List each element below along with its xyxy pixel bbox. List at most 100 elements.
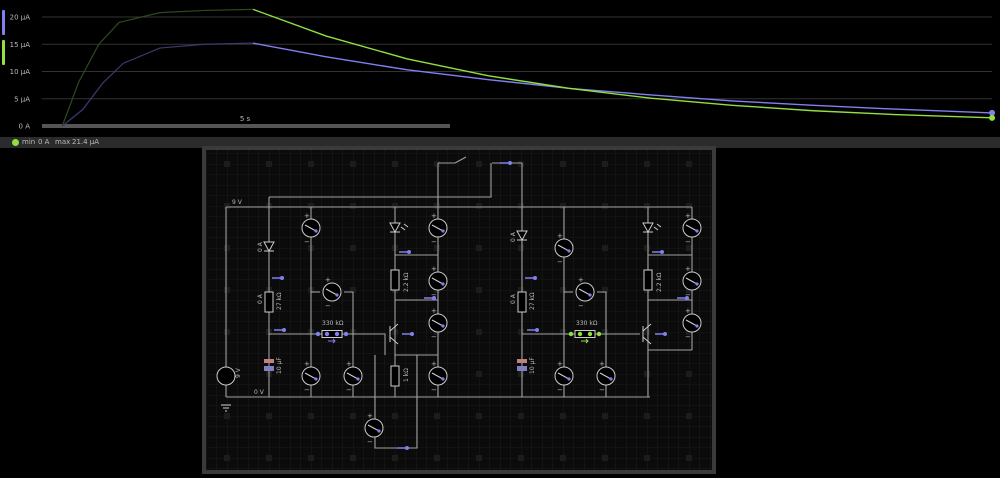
plus-sign: + — [685, 307, 691, 315]
current-dot — [343, 331, 349, 337]
meter-pivot — [609, 377, 613, 381]
meter[interactable]: +− — [428, 212, 448, 246]
current-dot — [587, 331, 593, 337]
meter[interactable]: +− — [428, 360, 448, 394]
meter-needle — [346, 372, 359, 380]
meter-needle — [685, 319, 698, 327]
meter-needle — [431, 277, 444, 285]
plus-sign: + — [599, 360, 605, 368]
current-dot — [324, 331, 330, 337]
meter[interactable]: +− — [428, 265, 448, 299]
switch-lever[interactable] — [454, 156, 467, 164]
circuit-board[interactable]: +−+−+−+−+−+−+−+−+−+−+−+−+−+−+−+− 9 V 0 V… — [202, 146, 716, 474]
diode-current-label-2: 0 A — [510, 231, 517, 242]
y-tick-label: 20 µA — [10, 14, 31, 22]
resistor[interactable] — [517, 291, 527, 313]
meter-pivot — [335, 293, 339, 297]
trace-swatch-green[interactable] — [2, 40, 5, 65]
meter-needle — [431, 372, 444, 380]
meter[interactable]: +− — [301, 212, 321, 246]
meter[interactable]: +− — [682, 265, 702, 299]
minus-sign: − — [431, 386, 437, 394]
meter-pivot — [588, 293, 592, 297]
capacitor-plate — [517, 366, 527, 371]
minus-sign: − — [578, 302, 584, 310]
meter-needle — [304, 372, 317, 380]
meter-pivot — [695, 282, 699, 286]
current-dot — [596, 331, 602, 337]
y-tick-label: 5 µA — [14, 95, 30, 103]
meter-needle — [578, 288, 591, 296]
resistor-2k2-label: 2.2 kΩ — [403, 272, 410, 292]
trace-indicator-dot[interactable] — [12, 139, 19, 146]
y-tick-label: 0 A — [19, 123, 31, 131]
plus-sign: + — [304, 360, 310, 368]
current-dot — [334, 331, 340, 337]
trace-endpoint-1 — [989, 114, 996, 121]
minus-sign: − — [325, 302, 331, 310]
current-chart: 0 A 5 µA 10 µA 15 µA 20 µA 5 s — [10, 8, 996, 131]
minus-sign: − — [431, 333, 437, 341]
meter[interactable]: +− — [301, 360, 321, 394]
resistor-330k-label-2: 330 kΩ — [576, 320, 598, 327]
minus-sign: − — [685, 333, 691, 341]
max-value: 21.4 µA — [72, 138, 100, 146]
capacitor-plate — [517, 359, 527, 363]
resistor-330k[interactable] — [574, 330, 596, 338]
meter-pivot — [314, 377, 318, 381]
minus-sign: − — [599, 386, 605, 394]
meter[interactable]: +− — [343, 360, 363, 394]
wire — [342, 333, 386, 355]
minus-sign: − — [685, 291, 691, 299]
plus-sign: + — [557, 360, 563, 368]
min-value: 0 A — [38, 138, 50, 146]
meter-pivot — [441, 324, 445, 328]
y-tick-label: 15 µA — [10, 41, 31, 49]
capacitor-plate — [264, 366, 274, 371]
plus-sign: + — [431, 360, 437, 368]
transistor-icon[interactable] — [389, 323, 399, 345]
meter[interactable]: +− — [364, 412, 384, 446]
transistor-icon[interactable] — [642, 323, 652, 345]
x-tick-label: 5 s — [240, 115, 251, 123]
wire — [344, 291, 354, 397]
meter[interactable]: +− — [554, 360, 574, 394]
meter[interactable]: +− — [596, 360, 616, 394]
meter-pivot — [441, 282, 445, 286]
time-scrollbar[interactable] — [42, 124, 450, 128]
scope-status-bar: min 0 A max 21.4 µA — [0, 137, 1000, 148]
y-tick-label: 10 µA — [10, 68, 31, 76]
resistor[interactable] — [643, 269, 653, 291]
trace-history-1 — [61, 8, 254, 127]
oscilloscope-panel[interactable]: 0 A 5 µA 10 µA 15 µA 20 µA 5 s — [0, 0, 1000, 136]
meter[interactable]: +− — [682, 307, 702, 341]
resistor-330k-label: 330 kΩ — [322, 320, 344, 327]
plus-sign: + — [367, 412, 373, 420]
resistor-330k[interactable] — [321, 330, 343, 338]
meter[interactable]: +− — [428, 307, 448, 341]
meter-needle — [367, 424, 380, 432]
diode-icon — [389, 222, 401, 234]
meter-pivot — [567, 249, 571, 253]
resistor[interactable] — [264, 291, 274, 313]
plus-sign: + — [685, 212, 691, 220]
meter-needle — [431, 319, 444, 327]
meter-needle — [685, 224, 698, 232]
diode-icon — [642, 222, 654, 234]
plus-sign: + — [431, 212, 437, 220]
meter-needle — [557, 244, 570, 252]
resistor[interactable] — [390, 269, 400, 291]
battery-icon[interactable] — [216, 366, 236, 386]
meter[interactable]: +− — [322, 276, 342, 310]
meter[interactable]: +− — [575, 276, 595, 310]
trace-history-0 — [61, 42, 254, 127]
trace-swatch-blue[interactable] — [2, 10, 5, 35]
meter-pivot — [356, 377, 360, 381]
meter-pivot — [441, 229, 445, 233]
meter[interactable]: +− — [554, 232, 574, 266]
led-rays-icon — [400, 223, 409, 231]
supply-rail-label: 9 V — [232, 199, 243, 206]
meter[interactable]: +− — [682, 212, 702, 246]
resistor[interactable] — [390, 365, 400, 387]
trace-endpoint-0 — [989, 109, 996, 116]
